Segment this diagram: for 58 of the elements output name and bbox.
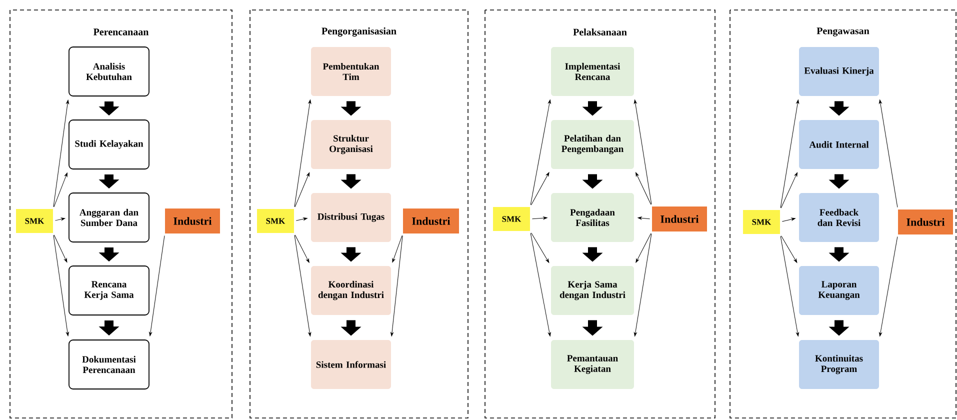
process-box: Pengadaan Fasilitas bbox=[551, 193, 634, 242]
process-box: Anggaran dan Sumber Dana bbox=[68, 192, 150, 242]
process-box: Dokumentasi Perencanaan bbox=[68, 340, 150, 390]
actor-box: Industri bbox=[403, 208, 459, 234]
actor-box: SMK bbox=[743, 210, 780, 234]
arrow bbox=[780, 100, 800, 208]
process-box: Struktur Organisasi bbox=[311, 120, 391, 169]
arrow bbox=[54, 172, 68, 208]
process-box: Audit Internal bbox=[799, 120, 880, 169]
process-box: Sistem Informasi bbox=[311, 340, 391, 389]
process-box: Analisis Kebutuhan bbox=[68, 46, 150, 96]
process-box: Pemantauan Kegiatan bbox=[551, 340, 634, 389]
arrow bbox=[532, 216, 548, 220]
arrow bbox=[392, 235, 402, 263]
process-box: Kontinuitas Program bbox=[799, 340, 880, 389]
arrow bbox=[879, 236, 898, 336]
arrow bbox=[54, 218, 66, 221]
arrow bbox=[634, 233, 652, 336]
process-box: Distribusi Tugas bbox=[311, 193, 391, 242]
process-box: Pelatihan dan Pengembangan bbox=[551, 120, 634, 169]
arrow bbox=[530, 172, 550, 206]
process-box: Implementasi Rencana bbox=[551, 47, 634, 96]
arrow bbox=[878, 100, 898, 208]
arrow bbox=[53, 234, 69, 336]
actor-box: Industri bbox=[898, 210, 954, 234]
process-box: Laporan Keuangan bbox=[799, 266, 880, 315]
arrow bbox=[780, 236, 799, 336]
arrow bbox=[530, 100, 551, 206]
arrow bbox=[294, 234, 312, 336]
process-box: Pembentukan Tim bbox=[311, 47, 391, 96]
actor-box: Industri bbox=[165, 208, 220, 234]
arrow bbox=[53, 100, 70, 208]
arrow bbox=[296, 218, 308, 221]
arrow bbox=[54, 234, 68, 262]
arrow bbox=[149, 235, 165, 336]
process-box: Koordinasi dengan Industri bbox=[311, 266, 391, 315]
arrow bbox=[530, 232, 551, 336]
arrow bbox=[634, 100, 652, 205]
process-box: Kerja Sama dengan Industri bbox=[551, 266, 634, 315]
arrow bbox=[638, 216, 650, 220]
process-box: Feedback dan Revisi bbox=[799, 193, 880, 242]
arrow bbox=[782, 218, 796, 222]
actor-box: SMK bbox=[493, 207, 530, 231]
arrow bbox=[390, 235, 403, 336]
arrow bbox=[636, 172, 652, 205]
arrow bbox=[530, 232, 550, 263]
arrow bbox=[780, 172, 798, 208]
arrow bbox=[294, 172, 310, 208]
arrow bbox=[780, 236, 798, 263]
arrow bbox=[294, 100, 312, 208]
arrow bbox=[636, 233, 652, 263]
process-box: Evaluasi Kinerja bbox=[799, 47, 880, 96]
process-box: Studi Kelayakan bbox=[68, 120, 150, 170]
actor-box: SMK bbox=[257, 209, 294, 233]
arrow bbox=[294, 234, 310, 263]
actor-box: Industri bbox=[652, 206, 707, 232]
process-box: Rencana Kerja Sama bbox=[68, 266, 150, 316]
actor-box: SMK bbox=[16, 209, 53, 233]
